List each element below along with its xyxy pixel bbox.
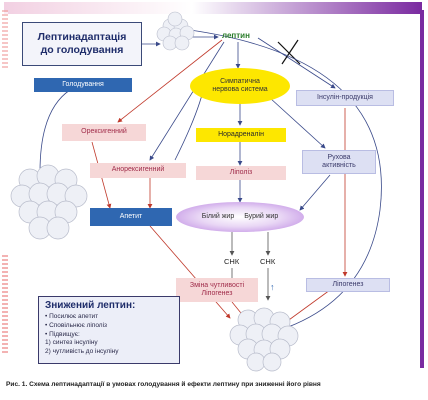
fat-cell-cluster-left	[10, 164, 88, 240]
summary-line-3: • Підвищує:	[45, 330, 80, 338]
figure-caption: Рис. 1. Схема лептинадаптації в умовах г…	[6, 381, 321, 388]
noradrenaline-label: Норадреналін	[218, 130, 264, 138]
insulin-production-box: Інсулін-продукція	[296, 90, 394, 106]
white-fat-label: Білий жир	[201, 212, 235, 220]
anorexigenic-label: Анорексигенний	[111, 166, 165, 174]
insulin-production-label: Інсулін-продукція	[317, 93, 373, 101]
lipolysis-label: Ліполіз	[229, 168, 253, 176]
orexigenic-box: Орексигенний	[62, 124, 146, 141]
diagram-title: Лептинадаптація до голодування	[22, 22, 142, 66]
anorexigenic-box: Анорексигенний	[90, 163, 186, 178]
decorative-top-border	[4, 2, 422, 14]
arrow-sympathetic-to-motor	[269, 97, 326, 149]
summary-line-1: • Посилює апетит	[45, 313, 99, 320]
increase-arrow-label: ↑	[270, 282, 275, 292]
cnk-label-2: СНК	[260, 257, 276, 266]
block-cross-line-2	[281, 39, 299, 65]
summary-line-2: • Сповільнює ліполіз	[45, 321, 108, 329]
lipogenesis-box: Ліпогенез	[306, 278, 390, 292]
sensitivity-lipogenesis-box: Зміна чутливості Ліпогенез	[176, 278, 258, 302]
summary-line-4: 1) синтез інсуліну	[45, 339, 98, 347]
arrow-arc-right	[189, 29, 382, 331]
summary-line-5: 2) чутливість до інсуліну	[45, 348, 119, 356]
sympathetic-line-2: нервова система	[212, 86, 268, 93]
decorative-left-stripes-bottom	[2, 255, 8, 355]
title-line-1: Лептинадаптація	[37, 30, 127, 43]
motor-activity-line-2: активність	[322, 162, 356, 169]
noradrenaline-box: Норадреналін	[196, 128, 286, 142]
decorative-left-stripes-top	[2, 10, 8, 70]
appetite-box: Апетит	[90, 208, 172, 226]
motor-activity-line-1: Рухова	[327, 153, 351, 161]
arc-left	[39, 89, 71, 173]
arrow-lipogenesis-to-cells	[281, 289, 331, 326]
motor-activity-box: Рухова активність	[302, 150, 376, 174]
lipolysis-box: Ліполіз	[196, 166, 286, 180]
orexigenic-label: Орексигенний	[81, 128, 127, 136]
brown-fat-label: Бурий жир	[244, 212, 279, 220]
sympathetic-line-1: Симпатична	[220, 77, 260, 85]
sensitivity-line-2: Ліпогенез	[201, 290, 233, 297]
arrow-leptin-to-orexigenic	[117, 39, 223, 123]
fat-tissue-node: Білий жир Бурий жир	[176, 202, 304, 232]
arrow-motor-to-fat	[299, 174, 331, 211]
lipogenesis-label: Ліпогенез	[332, 280, 364, 288]
sympathetic-nervous-system-node: Симпатична нервова система	[190, 68, 290, 104]
decorative-right-border	[420, 10, 424, 368]
title-line-2: до голодування	[40, 44, 124, 56]
arrow-leptin-to-insulin	[257, 37, 336, 89]
reduced-leptin-summary: Знижений лептин: • Посилює апетит • Спов…	[38, 296, 180, 364]
fat-cell-cluster-top	[156, 11, 195, 51]
sensitivity-line-1: Зміна чутливості	[189, 281, 245, 289]
arrow-appetite-to-cells	[149, 225, 231, 319]
cnk-label-1: СНК	[224, 257, 240, 266]
arrow-leptin-to-anorexigenic	[149, 41, 225, 161]
starvation-label: Голодування	[62, 80, 104, 88]
appetite-label: Апетит	[119, 212, 143, 220]
starvation-box: Голодування	[34, 78, 132, 92]
summary-title: Знижений лептин:	[45, 300, 136, 311]
fat-cell-cluster-bottom	[229, 307, 299, 372]
leptin-label: лептин	[222, 31, 250, 40]
